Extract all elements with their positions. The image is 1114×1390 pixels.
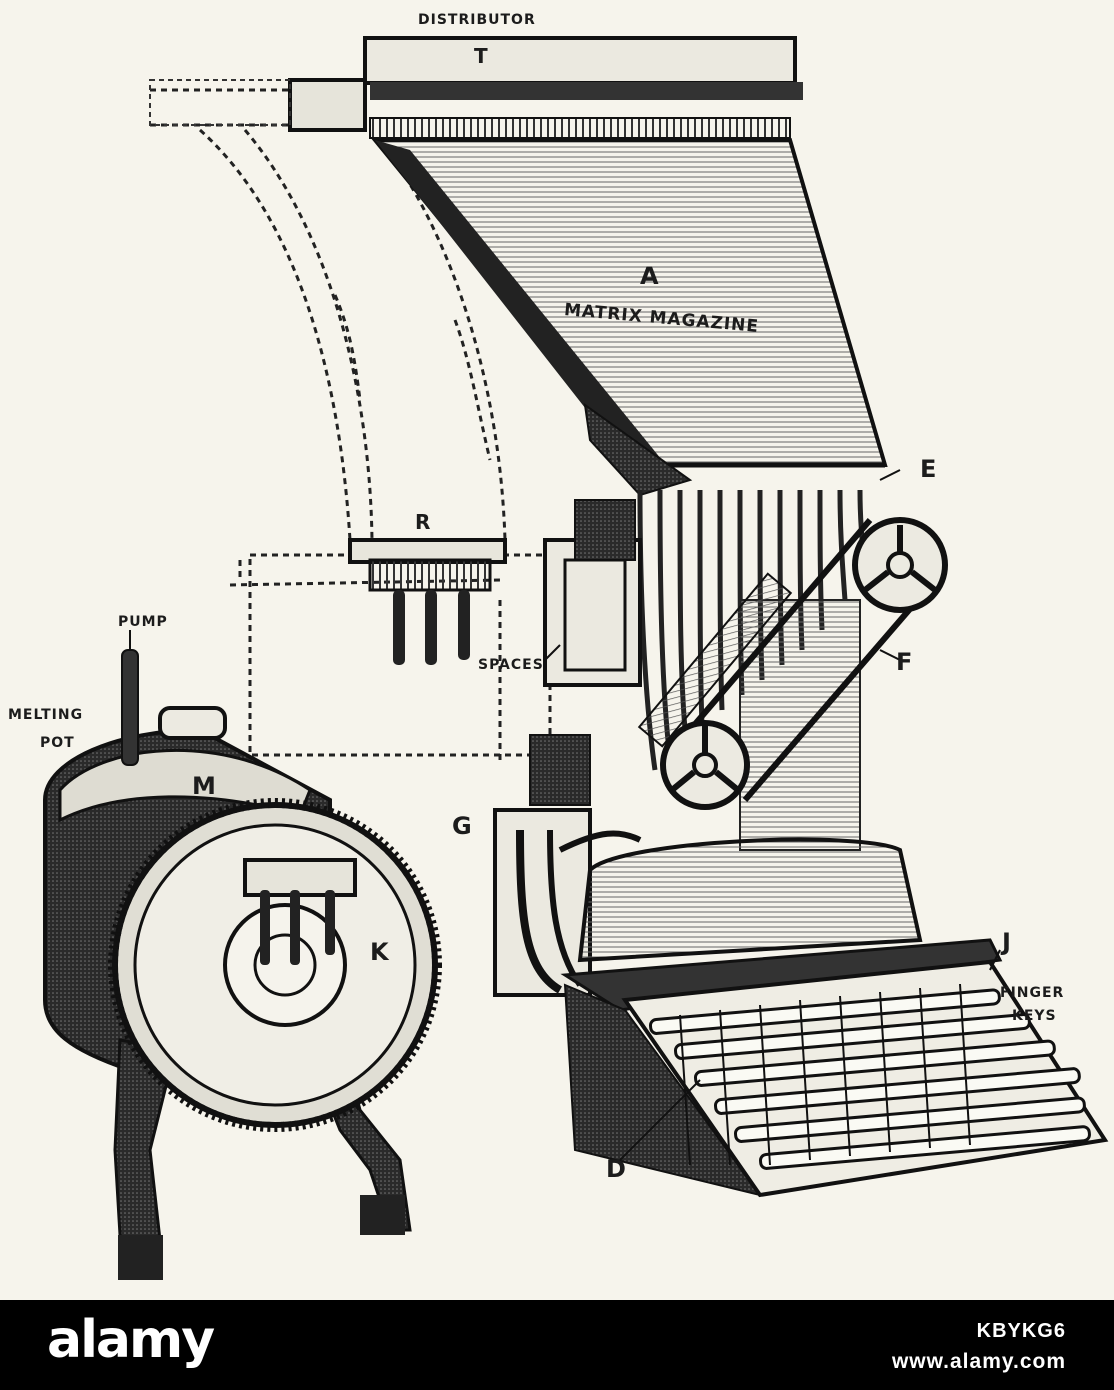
watermark-bar bbox=[0, 1300, 1114, 1390]
label-r: R bbox=[415, 510, 432, 534]
label-a: A bbox=[640, 262, 660, 290]
matrix-magazine bbox=[370, 138, 888, 497]
distributor-bar bbox=[149, 36, 803, 139]
label-e: E bbox=[920, 455, 938, 483]
watermark-brand: alamy bbox=[47, 1310, 215, 1370]
label-pump: PUMP bbox=[118, 614, 168, 630]
label-distributor: DISTRIBUTOR bbox=[418, 12, 536, 28]
back-frame bbox=[739, 599, 861, 851]
label-t: T bbox=[474, 44, 489, 68]
belt-drive bbox=[637, 517, 948, 810]
label-f: F bbox=[896, 648, 914, 676]
gear-wheel-k bbox=[108, 798, 442, 1132]
linotype-machine-illustration: DISTRIBUTOR T A MATRIX MAGAZINE E R F PU… bbox=[8, 12, 1109, 1280]
watermark-site: www.alamy.com bbox=[891, 1350, 1066, 1373]
label-k: K bbox=[370, 938, 390, 966]
label-pot: POT bbox=[40, 735, 75, 751]
assembler-box bbox=[543, 499, 642, 687]
label-d: D bbox=[606, 1155, 627, 1183]
label-finger: FINGER bbox=[1000, 985, 1065, 1001]
machine-drawing bbox=[43, 36, 1109, 1280]
label-spaces: SPACES bbox=[478, 657, 544, 673]
keyboard-base bbox=[560, 837, 1109, 1198]
label-j: J bbox=[1002, 928, 1012, 956]
watermark-stock-id: KBYKG6 bbox=[976, 1320, 1066, 1342]
label-m: M bbox=[192, 772, 217, 800]
mould-r bbox=[348, 538, 507, 665]
leader-lines bbox=[129, 469, 1001, 1161]
label-keys: KEYS bbox=[1012, 1008, 1057, 1024]
label-g: G bbox=[452, 812, 473, 840]
label-melting: MELTING bbox=[8, 707, 84, 723]
